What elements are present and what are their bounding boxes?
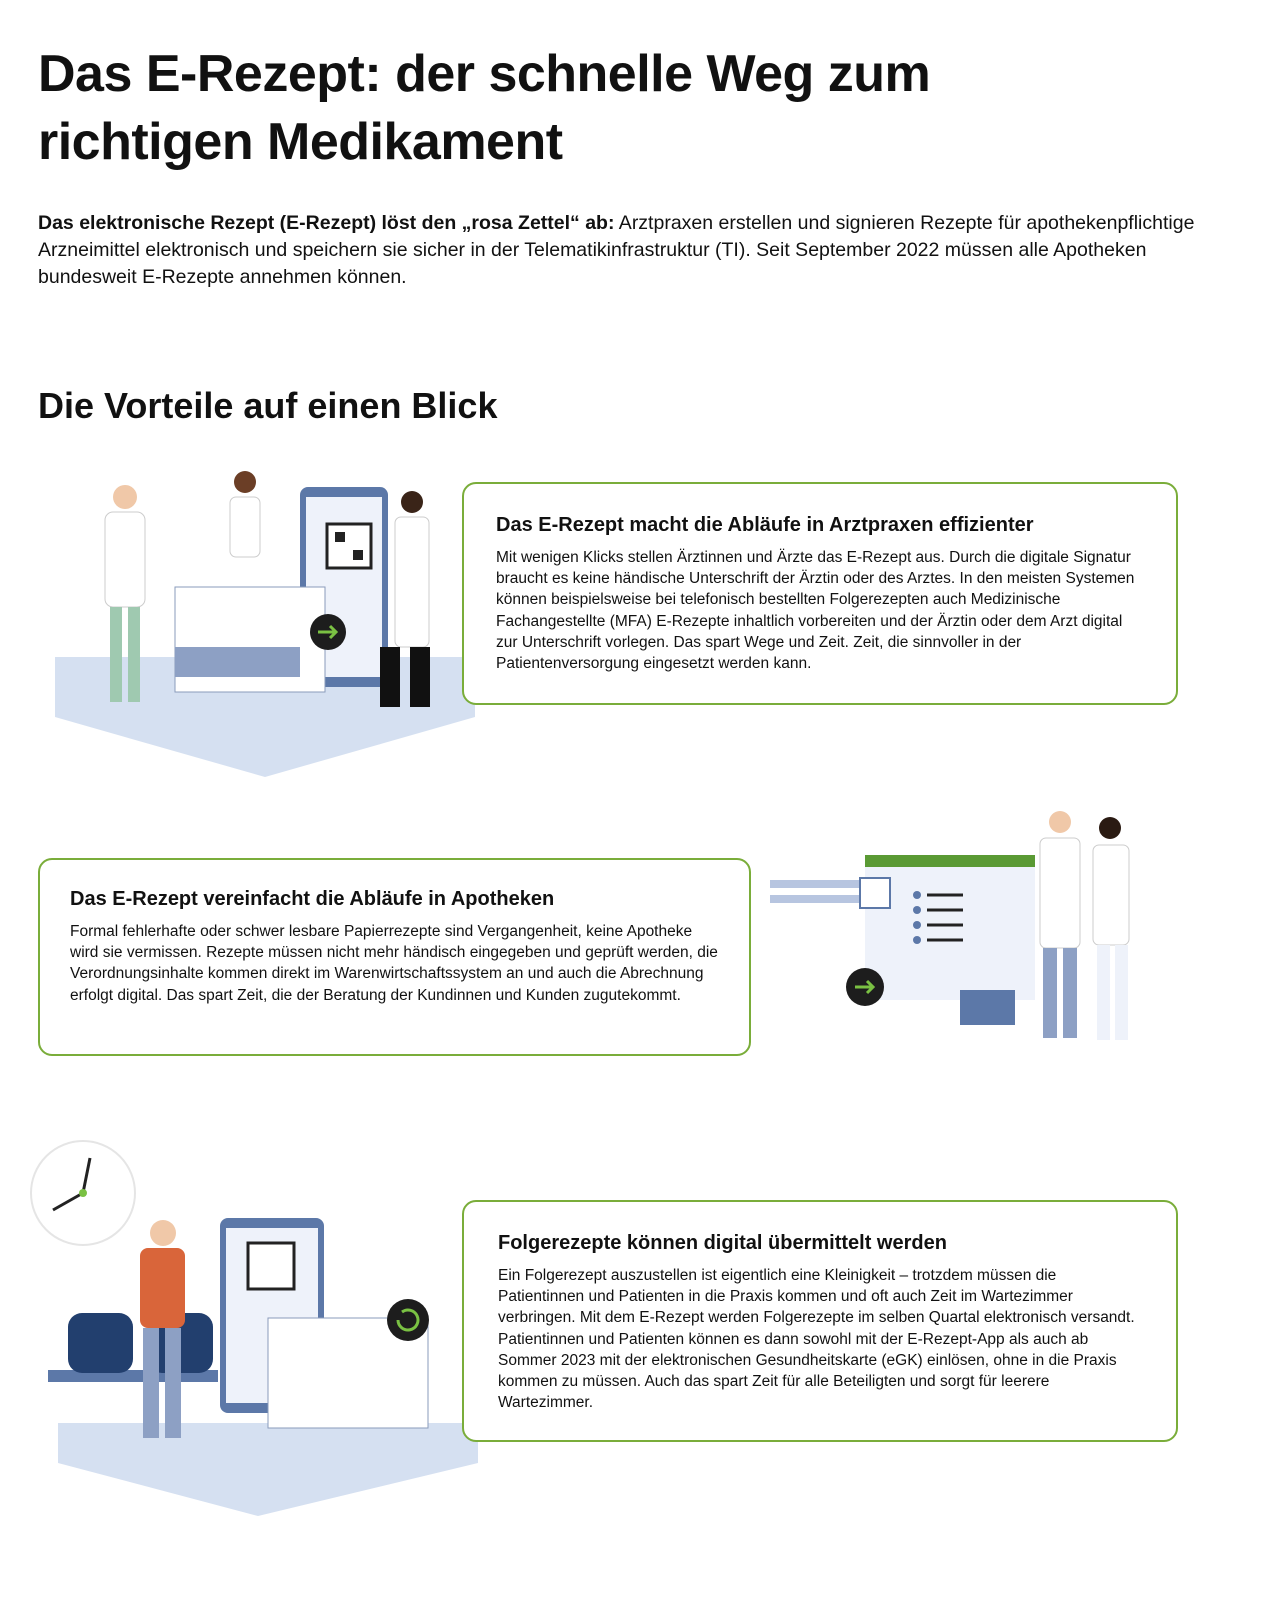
waiting-room-illustration bbox=[30, 1140, 478, 1516]
pharmacy-illustration bbox=[770, 811, 1130, 1040]
doctors-illustration bbox=[55, 471, 475, 777]
benefit-text: Formal fehlerhafte oder schwer lesbare P… bbox=[70, 923, 718, 1004]
intro-lead: Das elektronische Rezept (E-Rezept) löst… bbox=[38, 212, 615, 234]
qr-code-icon bbox=[859, 877, 891, 909]
intro-text: Arztpraxen erstellen und signieren Rezep… bbox=[38, 212, 1195, 288]
qr-code-icon bbox=[246, 1241, 296, 1291]
section-heading: Die Vorteile auf einen Blick bbox=[38, 385, 498, 426]
benefit-heading: Folgerezepte können digital übermittelt … bbox=[498, 1232, 947, 1254]
qr-code-icon bbox=[325, 522, 373, 570]
benefit-text: Ein Folgerezept auszustellen ist eigentl… bbox=[498, 1267, 1135, 1412]
refresh-icon bbox=[387, 1299, 429, 1341]
intro-paragraph: Das elektronische Rezept (E-Rezept) löst… bbox=[38, 210, 1218, 291]
benefit-card-arztpraxen: Das E-Rezept macht die Abläufe in Arztpr… bbox=[462, 482, 1178, 705]
benefit-card-folgerezepte: Folgerezepte können digital übermittelt … bbox=[462, 1200, 1178, 1442]
page-title: Das E-Rezept: der schnelle Weg zum richt… bbox=[38, 45, 931, 171]
benefit-heading: Das E-Rezept macht die Abläufe in Arztpr… bbox=[496, 514, 1034, 536]
benefit-card-apotheken: Das E-Rezept vereinfacht die Abläufe in … bbox=[38, 858, 751, 1056]
benefit-text: Mit wenigen Klicks stellen Ärztinnen und… bbox=[496, 549, 1135, 673]
benefit-heading: Das E-Rezept vereinfacht die Abläufe in … bbox=[70, 888, 555, 910]
